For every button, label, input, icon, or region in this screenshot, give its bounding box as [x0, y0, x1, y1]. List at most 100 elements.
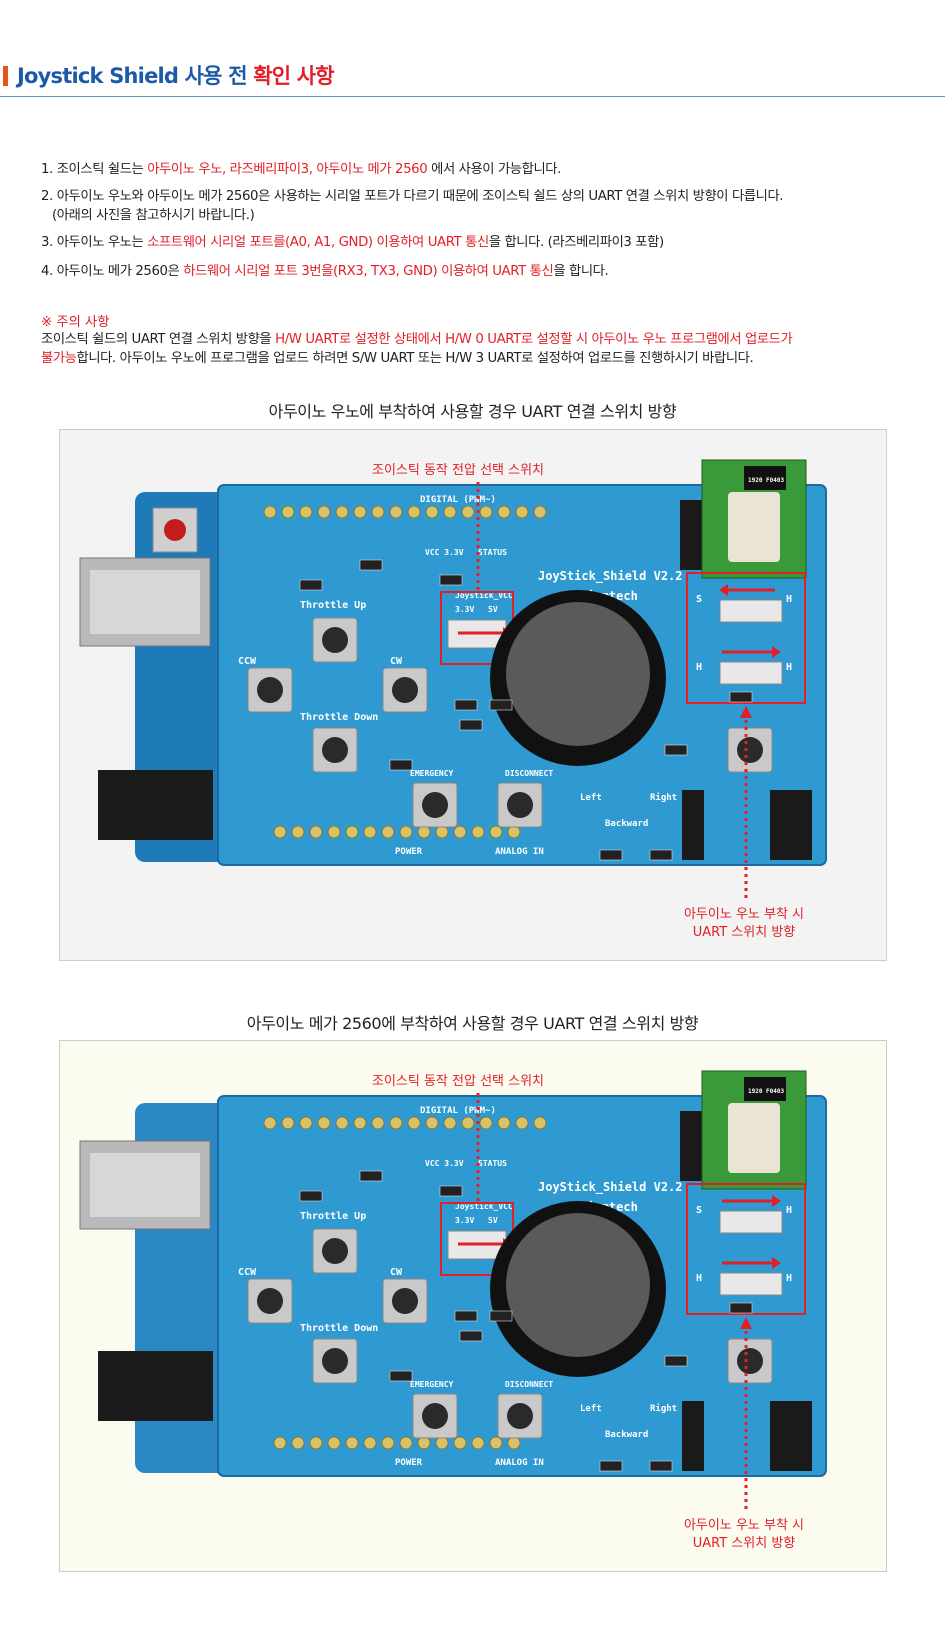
digital-header-pin [497, 1116, 511, 1130]
note-item-3: 3. 아두이노 우노는 소프트웨어 시리얼 포트를(A0, A1, GND) 이… [41, 235, 664, 250]
bottom-header-pin [399, 1436, 413, 1450]
ccw-label: CCW [238, 656, 257, 667]
smd-resistor-4 [489, 1310, 513, 1322]
digital-header-pin [389, 1116, 403, 1130]
j79-header [682, 1401, 704, 1471]
section-title-uno: 아두이노 우노에 부착하여 사용할 경우 UART 연결 스위치 방향 [268, 402, 677, 421]
right-label: Right [650, 792, 677, 803]
module-ic [744, 1077, 786, 1101]
note-item-2: 2. 아두이노 우노와 아두이노 메가 2560은 사용하는 시리얼 포트가 다… [41, 189, 784, 204]
uart-h-letter: H [696, 662, 702, 673]
smd-resistor-3 [454, 1310, 478, 1322]
bottom-header-pin [417, 825, 431, 839]
bottom-header-pin [471, 825, 485, 839]
cw-button [392, 1288, 418, 1314]
uart-switch-bottom [719, 1272, 783, 1296]
right-label: Right [650, 1403, 677, 1414]
smd-resistor-5 [459, 719, 483, 731]
emergency-label: EMERGENCY [410, 1380, 454, 1389]
page-title-part1: Joystick Shield 사용 전 [17, 64, 254, 88]
smd-resistor-4 [489, 699, 513, 711]
v33-label: 3.3V [455, 605, 474, 614]
throttle-up-button [322, 627, 348, 653]
disconnect-button [507, 1403, 533, 1429]
caution-title: ※ 주의 사항 [41, 315, 110, 330]
bottom-header-pin [291, 825, 305, 839]
smd-resistor-6 [389, 759, 413, 771]
power-jack [98, 1351, 213, 1421]
uart-arrow-top-head [719, 584, 728, 596]
digital-header-pin [299, 1116, 313, 1130]
callout-uart-switch-mega: 아두이노 우노 부착 시 UART 스위치 방향 [683, 1518, 805, 1551]
uart-switch-bottom [719, 661, 783, 685]
throttle-up-button [322, 1238, 348, 1264]
smd-resistor-3 [454, 699, 478, 711]
analog-label: ANALOG IN [495, 1458, 544, 1468]
digital-header-pin [479, 505, 493, 519]
disconnect-label: DISCONNECT [505, 1380, 553, 1389]
digital-header-pin [461, 1116, 475, 1130]
sw27-button [737, 737, 763, 763]
bottom-header-pin [381, 825, 395, 839]
power-jack [98, 770, 213, 840]
callout-voltage-switch-uno: 조이스틱 동작 전압 선택 스위치 [372, 463, 545, 478]
smd-resistor-7 [729, 691, 753, 703]
uart-h3-letter: H [786, 594, 792, 605]
bottom-header-pin [489, 825, 503, 839]
uart-arrow-bottom-head [772, 646, 781, 658]
left-label: Left [580, 1404, 602, 1414]
tx-rx-header [680, 1111, 702, 1181]
emergency-button [422, 792, 448, 818]
smd-resistor-2 [299, 579, 323, 591]
bottom-header-pin [489, 1436, 503, 1450]
page-header: Joystick Shield 사용 전 확인 사항 [0, 58, 945, 98]
digital-header-pin [353, 1116, 367, 1130]
uart-h3b-letter: H [786, 1273, 792, 1284]
throttle-up-label: Throttle Up [300, 600, 366, 611]
uart-arrow-top-head [772, 1195, 781, 1207]
bottom-header-pin [291, 1436, 305, 1450]
tx-rx-header [680, 500, 702, 570]
digital-header-pin [425, 505, 439, 519]
digital-header-pin [461, 505, 475, 519]
status-label: STATUS [478, 548, 507, 557]
board-name-label: JoyStick_Shield V2.2 [538, 1180, 683, 1195]
header-accent-bar [3, 66, 8, 86]
ccw-button [257, 677, 283, 703]
status-label: STATUS [478, 1159, 507, 1168]
digital-header-pin [407, 1116, 421, 1130]
uart-h3b-letter: H [786, 662, 792, 673]
sw27-button [737, 1348, 763, 1374]
j78-header [770, 790, 812, 860]
v5-label: 5V [488, 1216, 498, 1225]
digital-label: DIGITAL (PWM~) [420, 495, 496, 505]
smd-resistor-1 [439, 1185, 463, 1197]
smd-resistor-9 [599, 1460, 623, 1472]
usb-connector-inner [90, 1153, 200, 1217]
bottom-header-pin [309, 1436, 323, 1450]
module-code-label: 1920 F0403 [748, 1088, 785, 1095]
digital-header-pin [263, 505, 277, 519]
page-title: Joystick Shield 사용 전 확인 사항 [17, 60, 335, 90]
bottom-header-pin [327, 825, 341, 839]
power-label: POWER [395, 1458, 423, 1468]
joystick-vcc-label: Joystick_VCC [455, 590, 513, 600]
bottom-header-pin [363, 1436, 377, 1450]
note-item-1: 1. 조이스틱 쉴드는 아두이노 우노, 라즈베리파이3, 아두이노 메가 25… [41, 162, 561, 177]
digital-header-pin [533, 1116, 547, 1130]
digital-header-pin [335, 505, 349, 519]
smd-resistor-2 [299, 1190, 323, 1202]
bottom-header-pin [345, 1436, 359, 1450]
v33-label: 3.3V [455, 1216, 474, 1225]
header-divider [0, 96, 945, 97]
j78-header [770, 1401, 812, 1471]
digital-header-pin [371, 505, 385, 519]
digital-header-pin [479, 1116, 493, 1130]
uart-callout-arrow-head [740, 1317, 752, 1329]
bottom-header-pin [507, 1436, 521, 1450]
ccw-label: CCW [238, 1267, 257, 1278]
uart-switch-highlight [686, 572, 806, 704]
